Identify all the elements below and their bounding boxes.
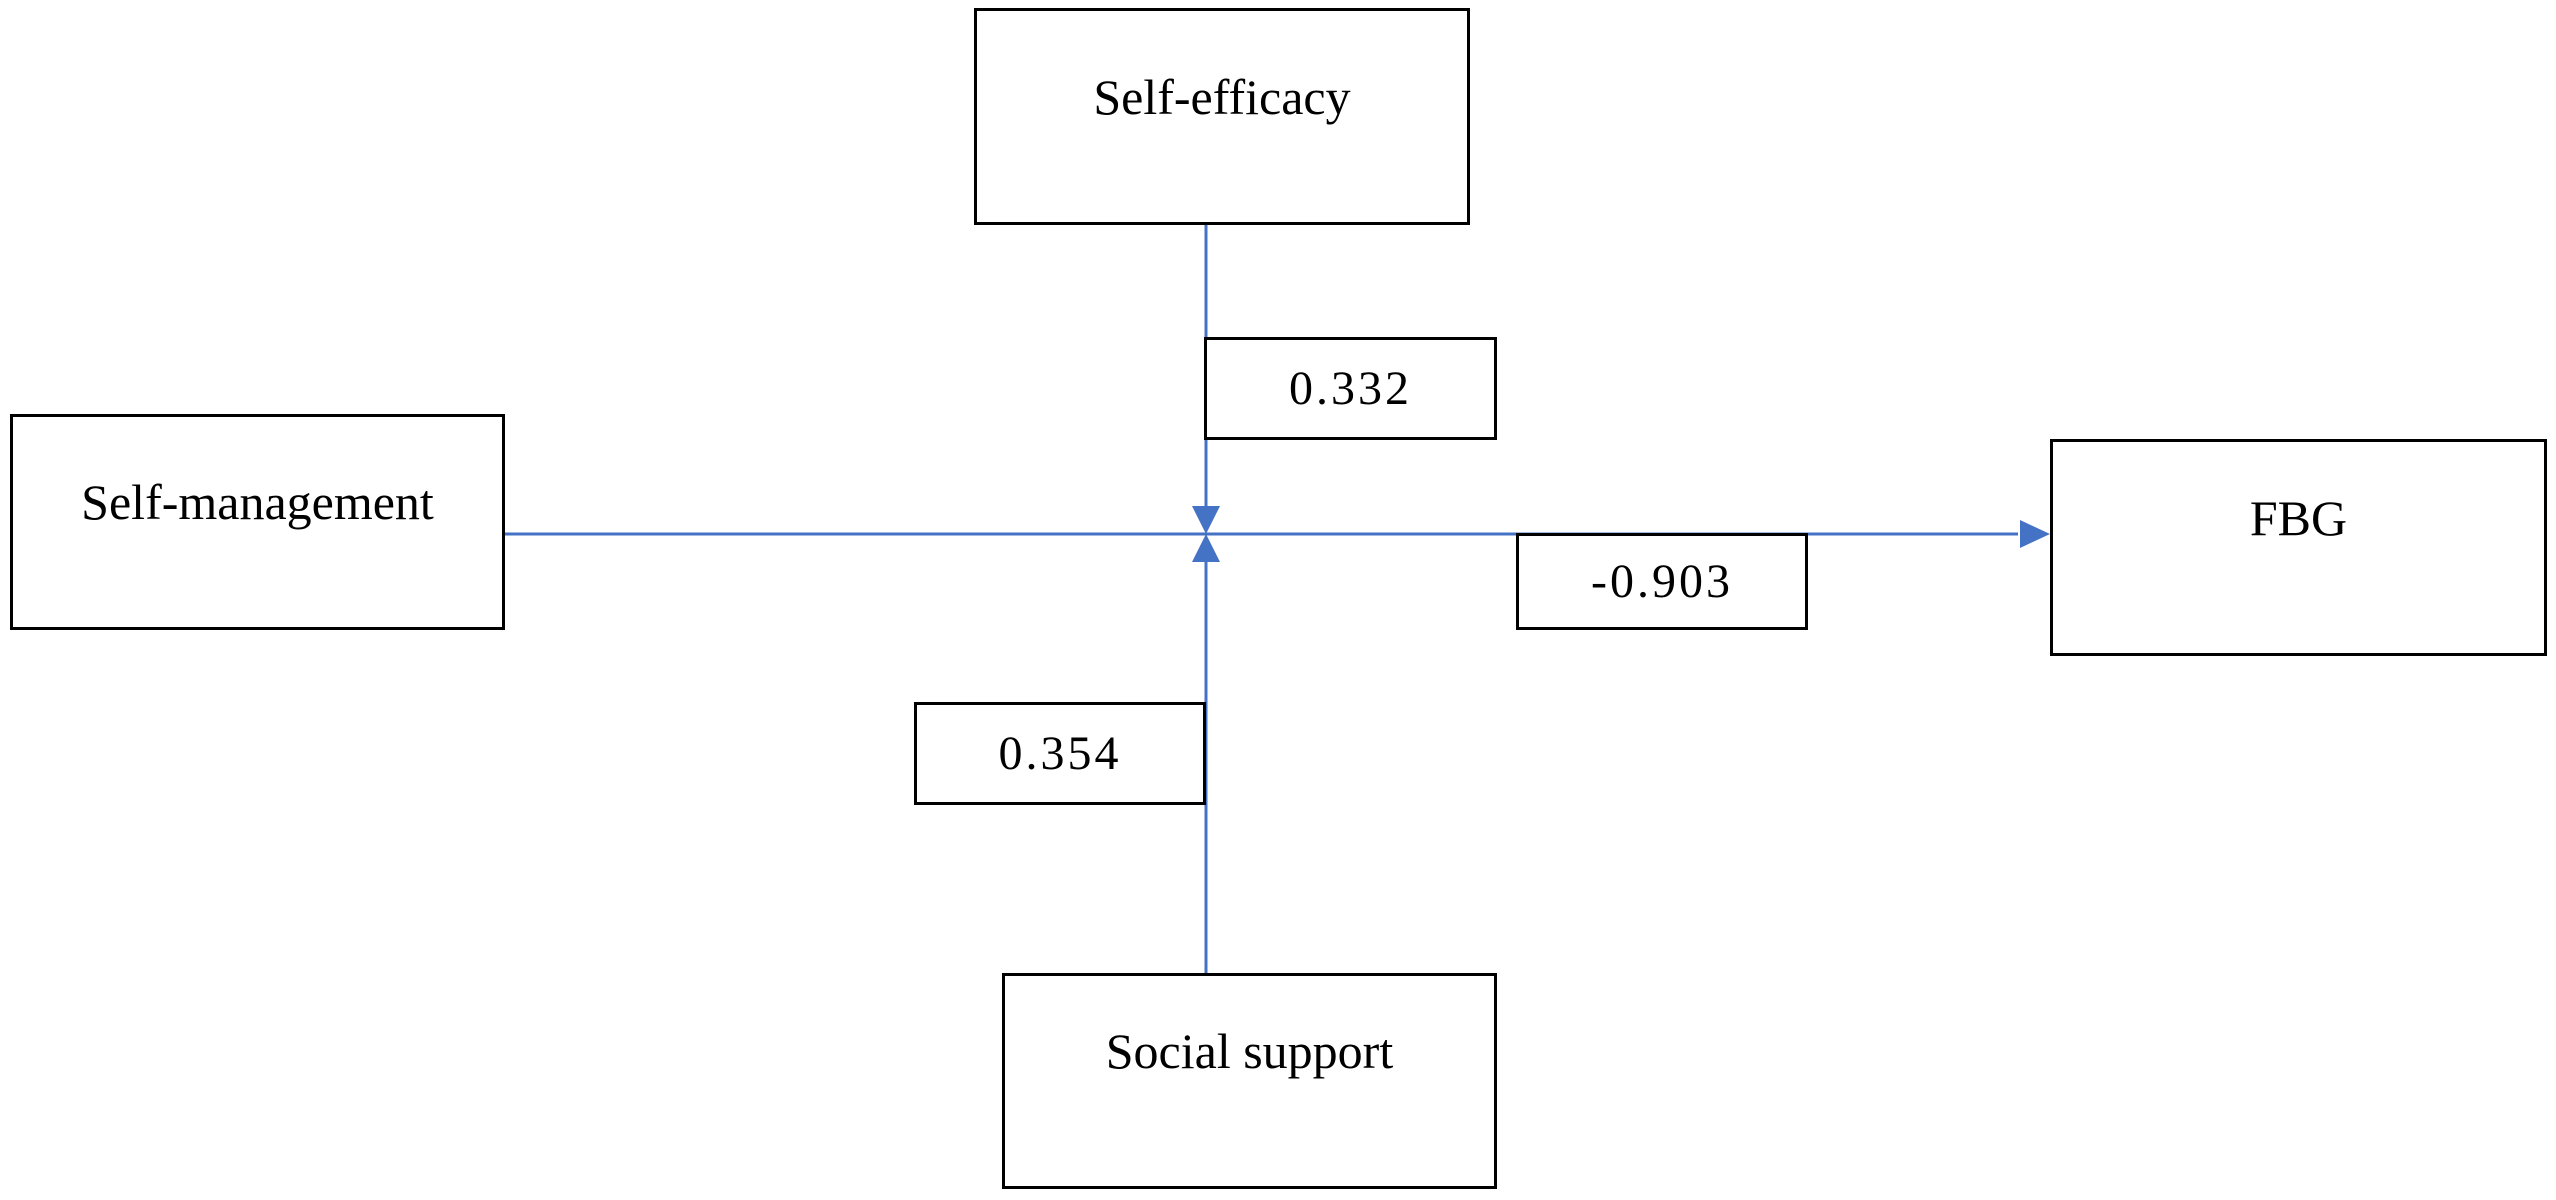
coefficient-fbg: -0.903	[1516, 533, 1808, 630]
coefficient-self-efficacy-value: 0.332	[1289, 362, 1412, 415]
node-self-management: Self-management	[10, 414, 505, 630]
coefficient-self-efficacy: 0.332	[1204, 337, 1497, 440]
node-self-efficacy-label: Self-efficacy	[1093, 68, 1351, 125]
node-self-management-label: Self-management	[81, 474, 434, 530]
node-social-support: Social support	[1002, 973, 1497, 1189]
node-social-support-label: Social support	[1105, 1023, 1394, 1079]
arrowhead-self-efficacy	[1192, 506, 1220, 534]
coefficient-fbg-value: -0.903	[1591, 555, 1733, 608]
coefficient-social-support-value: 0.354	[998, 727, 1122, 780]
arrowhead-fbg	[2020, 520, 2050, 548]
arrowhead-social-support	[1192, 534, 1220, 562]
node-self-efficacy: Self-efficacy	[974, 8, 1470, 225]
node-fbg-label: FBG	[2249, 489, 2348, 546]
coefficient-social-support: 0.354	[914, 702, 1206, 805]
node-fbg: FBG	[2050, 439, 2547, 656]
